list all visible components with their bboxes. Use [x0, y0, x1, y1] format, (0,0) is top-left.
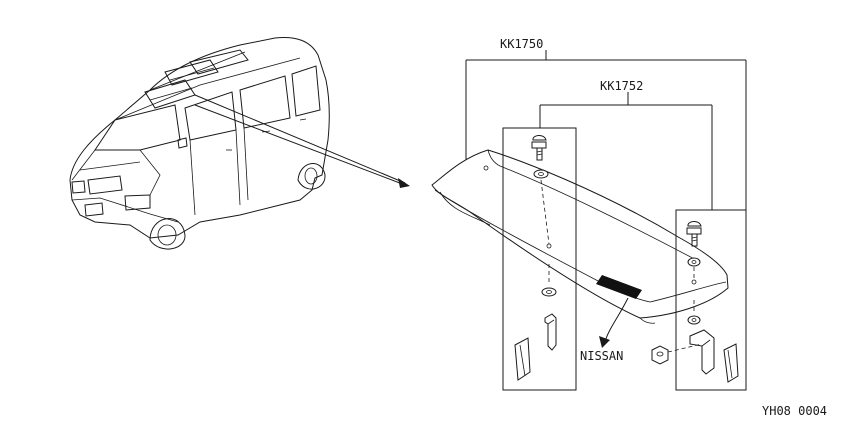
emblem-label: NISSAN	[580, 349, 623, 363]
nissan-emblem-mark	[596, 275, 642, 299]
right-bracket-detail	[651, 209, 747, 391]
roof-spoiler-part	[431, 149, 729, 324]
kit-kk1750-label: KK1750	[500, 37, 543, 51]
kit-kk1752-bracket: KK1752	[539, 79, 713, 210]
kit-kk1752-label: KK1752	[600, 79, 643, 93]
left-bracket-detail	[502, 127, 577, 391]
emblem-callout: NISSAN	[580, 297, 629, 363]
figure-code: YH08 0004	[762, 404, 827, 418]
minivan-illustration	[69, 37, 330, 250]
kit-kk1750-bracket: KK1750	[465, 37, 747, 252]
leader-arrows	[194, 94, 410, 188]
